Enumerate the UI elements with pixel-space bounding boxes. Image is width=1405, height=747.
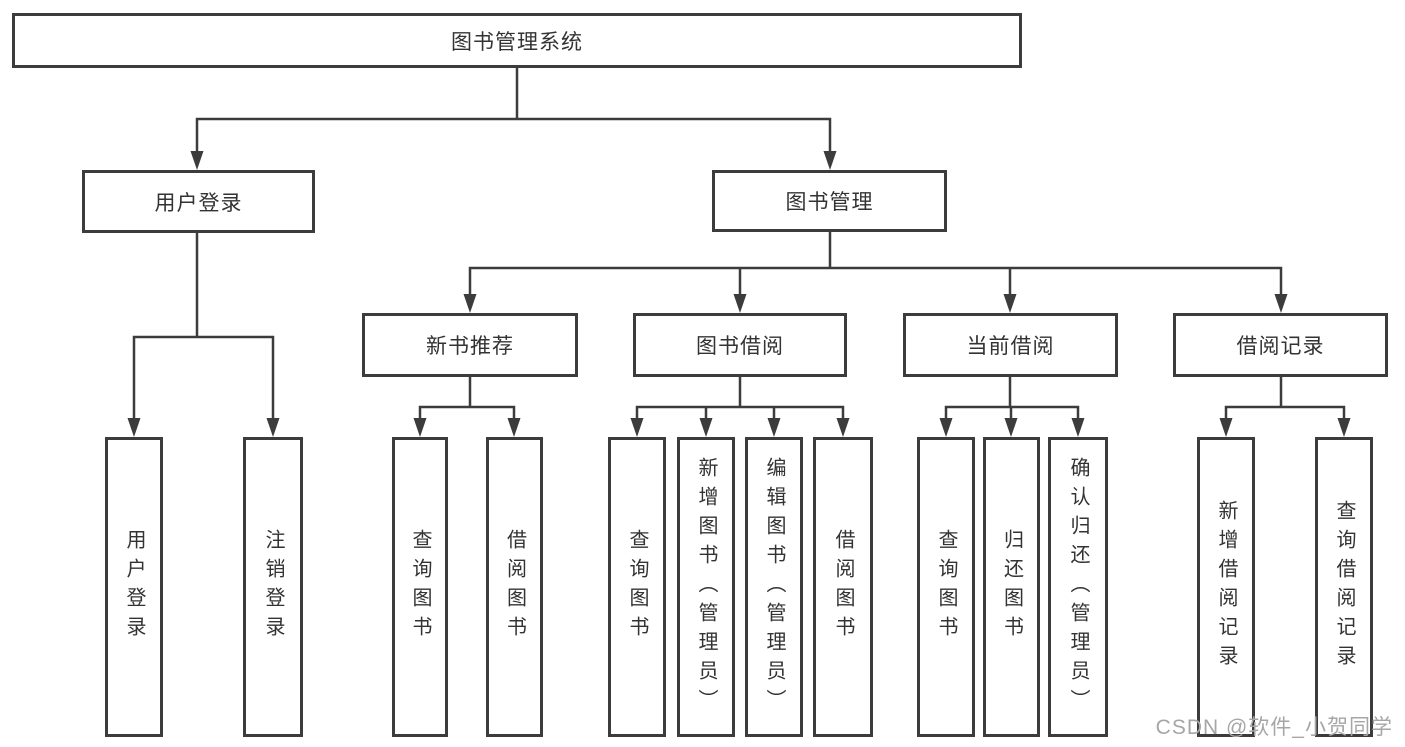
leaf-add-books-admin: 新增图书（管理员）: [677, 437, 735, 737]
leaf-query-books-current: 查询图书: [917, 437, 975, 737]
leaf-borrow-books: 借阅图书: [813, 437, 873, 737]
node-book-borrow: 图书借阅: [633, 313, 847, 377]
node-user-login: 用户登录: [82, 170, 315, 233]
leaf-query-books-recommend: 查询图书: [392, 437, 448, 737]
leaf-return-books: 归还图书: [983, 437, 1040, 737]
node-root-library-management-system: 图书管理系统: [12, 13, 1022, 68]
leaf-confirm-return-admin: 确认归还（管理员）: [1048, 437, 1108, 737]
leaf-add-borrow-record: 新增借阅记录: [1197, 437, 1255, 737]
leaf-query-borrow-record: 查询借阅记录: [1315, 437, 1373, 737]
leaf-edit-books-admin: 编辑图书（管理员）: [745, 437, 803, 737]
node-borrow-records: 借阅记录: [1173, 313, 1388, 377]
csdn-watermark: CSDN @软件_小贺同学: [1155, 716, 1393, 739]
leaf-borrow-books-recommend: 借阅图书: [486, 437, 543, 737]
node-book-management: 图书管理: [712, 170, 947, 232]
leaf-logout: 注销登录: [243, 437, 303, 737]
leaf-query-books-borrow: 查询图书: [608, 437, 666, 737]
node-current-borrow: 当前借阅: [903, 313, 1118, 377]
node-new-book-recommend: 新书推荐: [362, 313, 578, 377]
leaf-user-login: 用户登录: [105, 437, 163, 737]
